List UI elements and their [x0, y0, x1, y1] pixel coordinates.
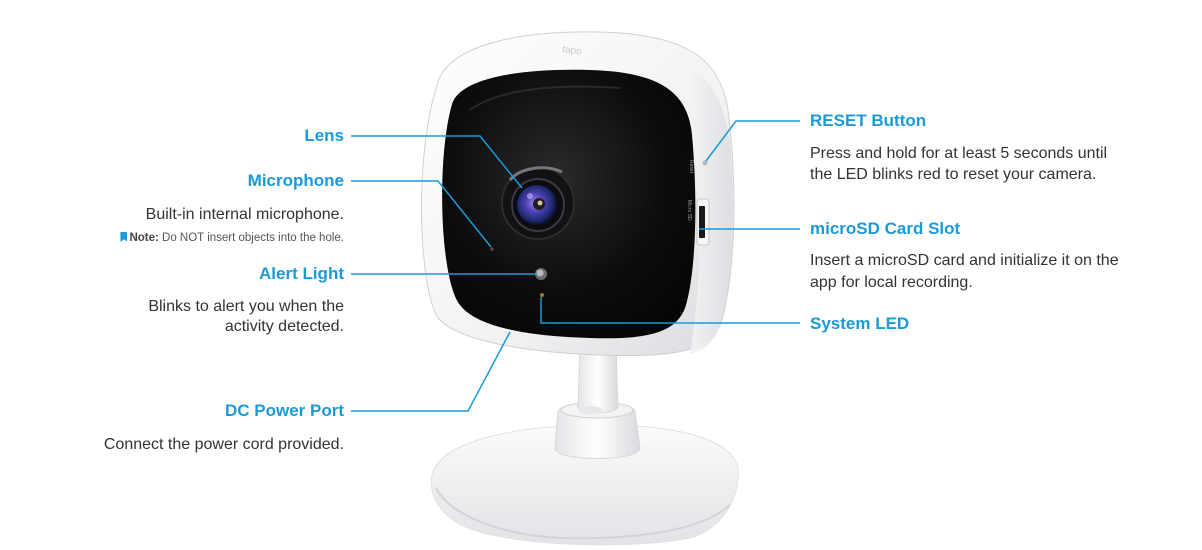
camera-logo: tapo [562, 44, 583, 58]
alert-light-description-line-2: activity detected. [224, 318, 344, 335]
bookmark-icon [120, 232, 128, 242]
note-text: Do NOT insert objects into the hole. [162, 232, 344, 244]
microphone-leader-line [351, 180, 492, 248]
lens-leader-line [351, 135, 523, 189]
microsd-card-slot-label: microSD Card Slot [810, 219, 961, 238]
dc-power-port-description: Connect the power cord provided. [103, 436, 344, 453]
system-led-leader-line [540, 297, 800, 324]
reset-button-description-line-1: Press and hold for at least 5 seconds un… [810, 145, 1108, 162]
note-label: Note: [129, 232, 159, 244]
lens-label: Lens [304, 126, 344, 145]
leader-lines [351, 120, 800, 412]
reset-hole-icon [702, 160, 708, 166]
dc-power-leader-line [351, 331, 511, 412]
camera-body: tapo [421, 31, 735, 357]
microphone-hole-icon [490, 247, 494, 251]
system-led-icon [540, 293, 544, 297]
microsd-slot-icon: Micro SD [686, 198, 710, 246]
camera-stand [554, 344, 641, 459]
microphone-note: Note: Do NOT insert objects into the hol… [120, 231, 344, 245]
camera-base [430, 424, 739, 546]
reset-button-label: RESET Button [810, 111, 927, 130]
alert-light-label: Alert Light [259, 264, 344, 283]
svg-text:Reset: Reset [688, 160, 694, 174]
reset-leader-line [705, 120, 800, 162]
microsd-card-slot-description-line-1: Insert a microSD card and initialize it … [810, 252, 1119, 269]
alert-light-description-line-1: Blinks to alert you when the [148, 298, 344, 315]
dc-power-port-label: DC Power Port [224, 401, 344, 420]
system-led-label: System LED [810, 314, 910, 333]
alert-light-icon [535, 268, 547, 280]
reset-button-description-line-2: the LED blinks red to reset your camera. [810, 166, 1097, 183]
microsd-card-slot-description-line-2: app for local recording. [810, 274, 973, 291]
svg-text:Micro SD: Micro SD [686, 200, 692, 221]
microphone-description: Built-in internal microphone. [145, 206, 344, 223]
microphone-label: Microphone [247, 171, 344, 190]
